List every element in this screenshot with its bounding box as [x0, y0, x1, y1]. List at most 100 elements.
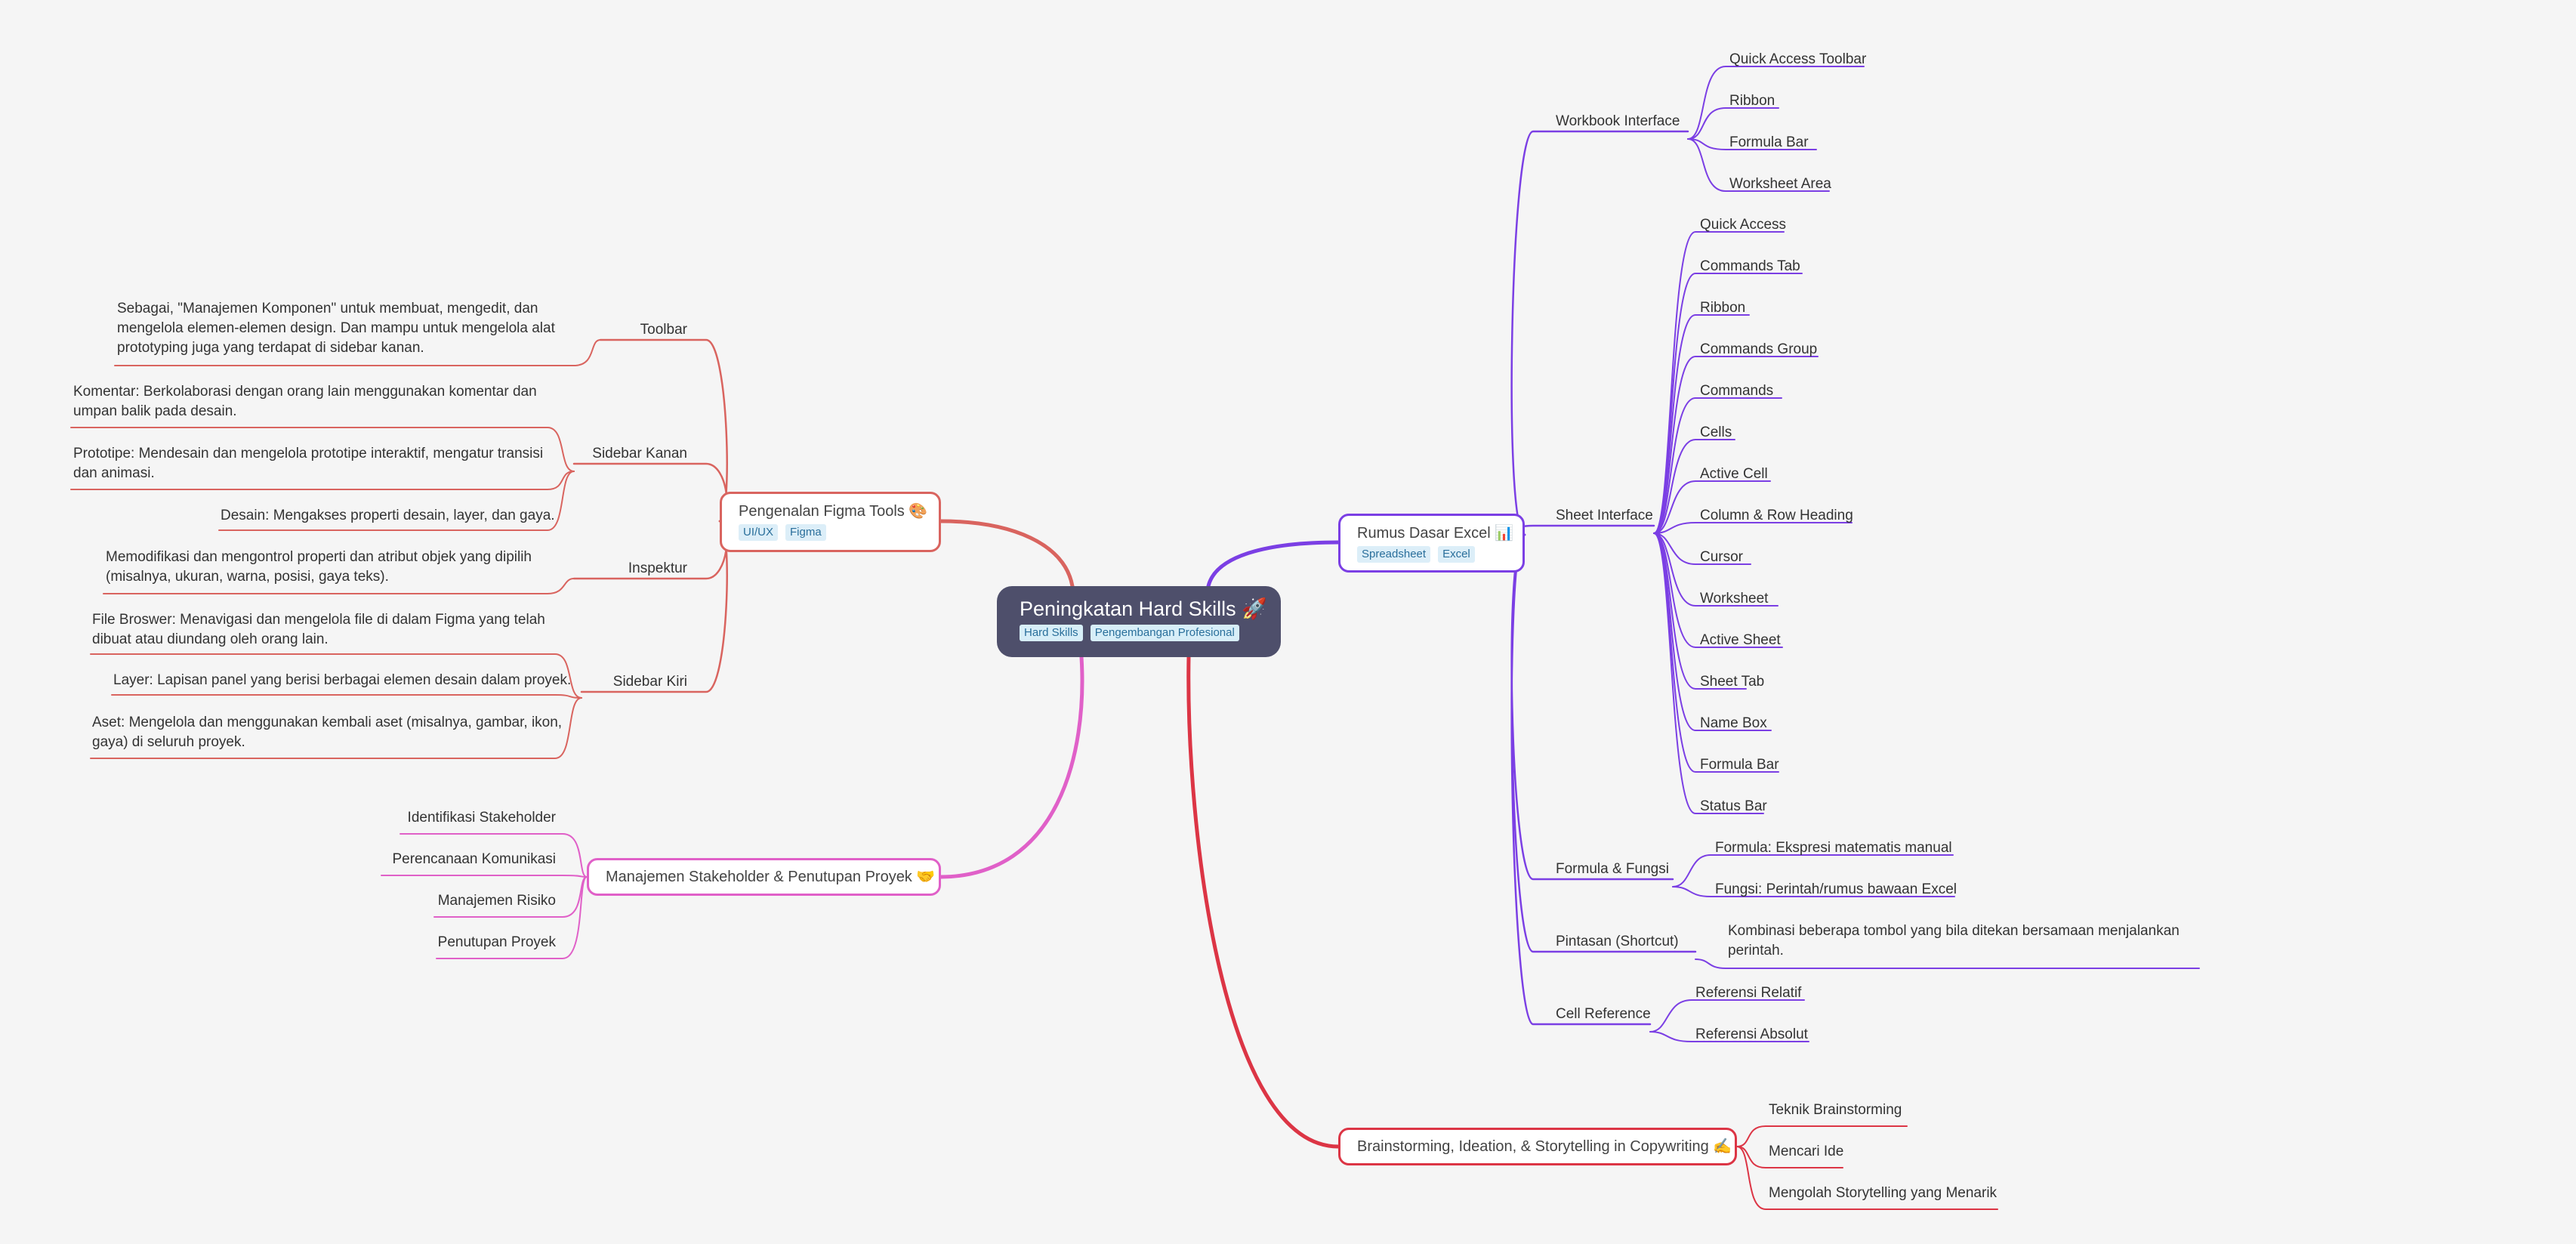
figma-sidebar-kiri-label[interactable]: Sidebar Kiri [612, 674, 687, 690]
connector-sidebar-kanan-item [70, 471, 575, 490]
sheet-item[interactable]: Active Cell [1700, 466, 1768, 482]
connector-cellref-item [1649, 999, 1805, 1033]
connector-figma-sidebar-kanan [572, 462, 728, 523]
stakeholder-item[interactable]: Penutupan Proyek [437, 934, 556, 950]
sheet-item[interactable]: Worksheet [1700, 591, 1769, 607]
figma-toolbar-label[interactable]: Toolbar [640, 322, 687, 338]
root-tag: Hard Skills [1020, 625, 1083, 641]
workbook-item[interactable]: Formula Bar [1729, 134, 1809, 150]
connector-sheet-item [1653, 356, 1819, 534]
stakeholder-node[interactable]: Manajemen Stakeholder & Penutupan Proyek… [587, 858, 941, 896]
sidebar-kiri-item[interactable]: Layer: Lapisan panel yang berisi berbaga… [113, 672, 572, 688]
figma-tag: UI/UX [739, 524, 779, 541]
connector-sidebar-kiri-item [111, 694, 582, 699]
formula-item[interactable]: Formula: Ekspresi matematis manual [1715, 840, 1952, 856]
connector-root-brainstorm [1186, 655, 1340, 1149]
connector-stakeholder-item [436, 876, 588, 959]
brainstorm-item[interactable]: Mencari Ide [1769, 1144, 1844, 1159]
toolbar-item[interactable]: Sebagai, "Manajemen Komponen" untuk memb… [117, 301, 555, 356]
brainstorm-node[interactable]: Brainstorming, Ideation, & Storytelling … [1338, 1128, 1737, 1165]
sidebar-kiri-item[interactable]: Aset: Mengelola dan menggunakan kembali … [92, 715, 563, 750]
inspektur-item[interactable]: Memodifikasi dan mengontrol properti dan… [106, 549, 532, 585]
sidebar-kiri-item[interactable]: File Broswer: Menavigasi dan mengelola f… [92, 612, 545, 647]
excel-tag: Spreadsheet [1357, 546, 1431, 563]
sheet-item[interactable]: Sheet Tab [1700, 674, 1765, 690]
figma-sidebar-kanan-label[interactable]: Sidebar Kanan [592, 446, 687, 461]
connector-brainstorm-item [1736, 1146, 1998, 1210]
connector-stakeholder-item [381, 875, 588, 878]
connector-sheet-item [1653, 532, 1779, 773]
connector-sheet-item [1653, 532, 1751, 565]
stakeholder-item[interactable]: Manajemen Risiko [437, 893, 556, 909]
connector-formula-item [1672, 854, 1954, 887]
sheet-interface-label[interactable]: Sheet Interface [1556, 508, 1653, 523]
connector-figma-sidebar-kiri [580, 520, 728, 693]
sheet-item[interactable]: Ribbon [1700, 300, 1746, 316]
connector-excel-sheet [1510, 524, 1655, 536]
sheet-item[interactable]: Cursor [1700, 549, 1744, 565]
sheet-item[interactable]: Column & Row Heading [1700, 508, 1853, 523]
sheet-item[interactable]: Status Bar [1700, 798, 1767, 814]
figma-tag: Figma [785, 524, 826, 541]
connector-sidebar-kanan-item [70, 427, 575, 472]
sheet-item[interactable]: Active Sheet [1700, 632, 1781, 648]
excel-title: Rumus Dasar Excel 📊 [1357, 525, 1514, 542]
connector-figma-toolbar [599, 338, 728, 523]
excel-node[interactable]: Rumus Dasar Excel 📊 Spreadsheet Excel [1338, 514, 1525, 573]
connector-sheet-item [1653, 522, 1853, 534]
workbook-interface-label[interactable]: Workbook Interface [1556, 113, 1680, 129]
connector-excel-workbook [1510, 130, 1689, 536]
sheet-item[interactable]: Formula Bar [1700, 757, 1779, 773]
excel-tag: Excel [1438, 546, 1475, 563]
connector-excel-formula [1510, 533, 1674, 881]
workbook-item[interactable]: Ribbon [1729, 93, 1775, 109]
sheet-item[interactable]: Name Box [1700, 715, 1767, 731]
shortcut-label[interactable]: Pintasan (Shortcut) [1556, 934, 1679, 949]
connector-sidebar-kiri-item [90, 653, 582, 699]
connector-sheet-item [1653, 480, 1771, 534]
cellref-item[interactable]: Referensi Relatif [1695, 985, 1802, 1001]
sidebar-kanan-item[interactable]: Desain: Mengakses properti desain, layer… [221, 508, 555, 523]
root-node[interactable]: Peningkatan Hard Skills 🚀 Hard Skills Pe… [997, 586, 1281, 657]
stakeholder-item[interactable]: Identifikasi Stakeholder [407, 810, 556, 826]
connector-formula-item [1672, 886, 1955, 897]
sidebar-kanan-item[interactable]: Komentar: Berkolaborasi dengan orang lai… [73, 384, 537, 419]
connector-sidebar-kiri-item [90, 697, 582, 759]
sheet-item[interactable]: Quick Access [1700, 217, 1787, 233]
connector-sheet-item [1653, 532, 1764, 814]
cell-reference-label[interactable]: Cell Reference [1556, 1006, 1651, 1022]
stakeholder-item[interactable]: Perencanaan Komunikasi [392, 851, 556, 867]
connector-toolbar-item [114, 339, 601, 366]
formula-item[interactable]: Fungsi: Perintah/rumus bawaan Excel [1715, 881, 1957, 897]
connector-workbook-item [1687, 66, 1865, 140]
connector-sheet-item [1653, 439, 1735, 534]
sheet-item[interactable]: Cells [1700, 424, 1732, 440]
connector-root-stakeholder [939, 655, 1084, 879]
brainstorm-item[interactable]: Mengolah Storytelling yang Menarik [1769, 1185, 1998, 1201]
connector-brainstorm-item [1736, 1125, 1908, 1147]
sheet-item[interactable]: Commands Tab [1700, 258, 1800, 274]
connector-sheet-item [1653, 532, 1783, 648]
root-title: Peningkatan Hard Skills 🚀 [1020, 597, 1267, 620]
connector-stakeholder-item [400, 833, 588, 878]
connector-workbook-item [1687, 107, 1779, 140]
brainstorm-item[interactable]: Teknik Brainstorming [1769, 1102, 1902, 1118]
figma-inspektur-label[interactable]: Inspektur [628, 560, 687, 576]
connector-brainstorm-item [1736, 1146, 1843, 1168]
sidebar-kanan-item[interactable]: Prototipe: Mendesain dan mengelola proto… [73, 446, 544, 481]
sheet-item[interactable]: Commands [1700, 383, 1774, 399]
figma-node[interactable]: Pengenalan Figma Tools 🎨 UI/UX Figma [720, 492, 941, 552]
brainstorm-title: Brainstorming, Ideation, & Storytelling … [1357, 1138, 1732, 1155]
sheet-item[interactable]: Commands Group [1700, 341, 1818, 357]
workbook-item[interactable]: Worksheet Area [1729, 176, 1831, 192]
connector-cellref-item [1649, 1031, 1809, 1042]
connector-inspektur-item [103, 578, 575, 594]
cellref-item[interactable]: Referensi Absolut [1695, 1026, 1808, 1042]
workbook-item[interactable]: Quick Access Toolbar [1729, 51, 1867, 67]
shortcut-item[interactable]: Kombinasi beberapa tombol yang bila dite… [1728, 923, 2180, 958]
connector-shortcut-item [1695, 958, 2200, 969]
formula-fungsi-label[interactable]: Formula & Fungsi [1556, 861, 1669, 877]
root-tag: Pengembangan Profesional [1090, 625, 1239, 641]
connector-workbook-item [1687, 138, 1817, 150]
connector-sheet-item [1653, 532, 1779, 607]
